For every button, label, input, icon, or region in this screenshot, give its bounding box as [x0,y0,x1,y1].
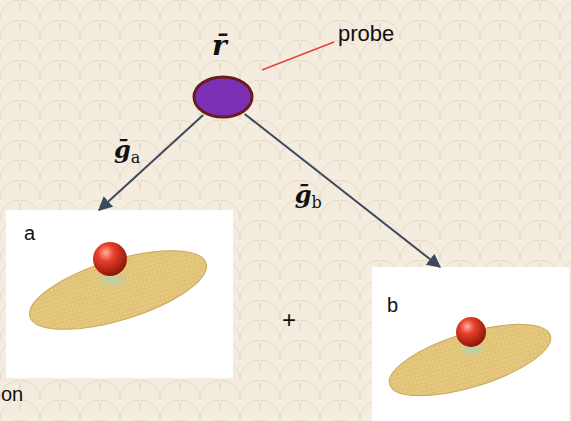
disc-figure [382,310,558,411]
panel-letter: a [24,222,35,245]
position-vector: r̄ [212,29,227,62]
vector-label: ḡa [114,135,140,167]
cut-text: on [1,383,23,406]
probe-label: probe [338,21,394,47]
panel-box: a [6,210,233,378]
panel [372,267,569,421]
panel-box: b [372,267,569,421]
plus-sign: + [282,306,296,334]
vector-arrow [245,114,440,267]
leader-line [262,42,334,70]
vector-label: ḡb [295,180,322,212]
panel-letter: b [387,294,398,317]
vector-arrow [99,115,203,210]
disc-figure [21,234,215,345]
probe-circle: r̄ [192,75,254,119]
probe-outline [192,75,254,119]
panel [6,210,233,378]
